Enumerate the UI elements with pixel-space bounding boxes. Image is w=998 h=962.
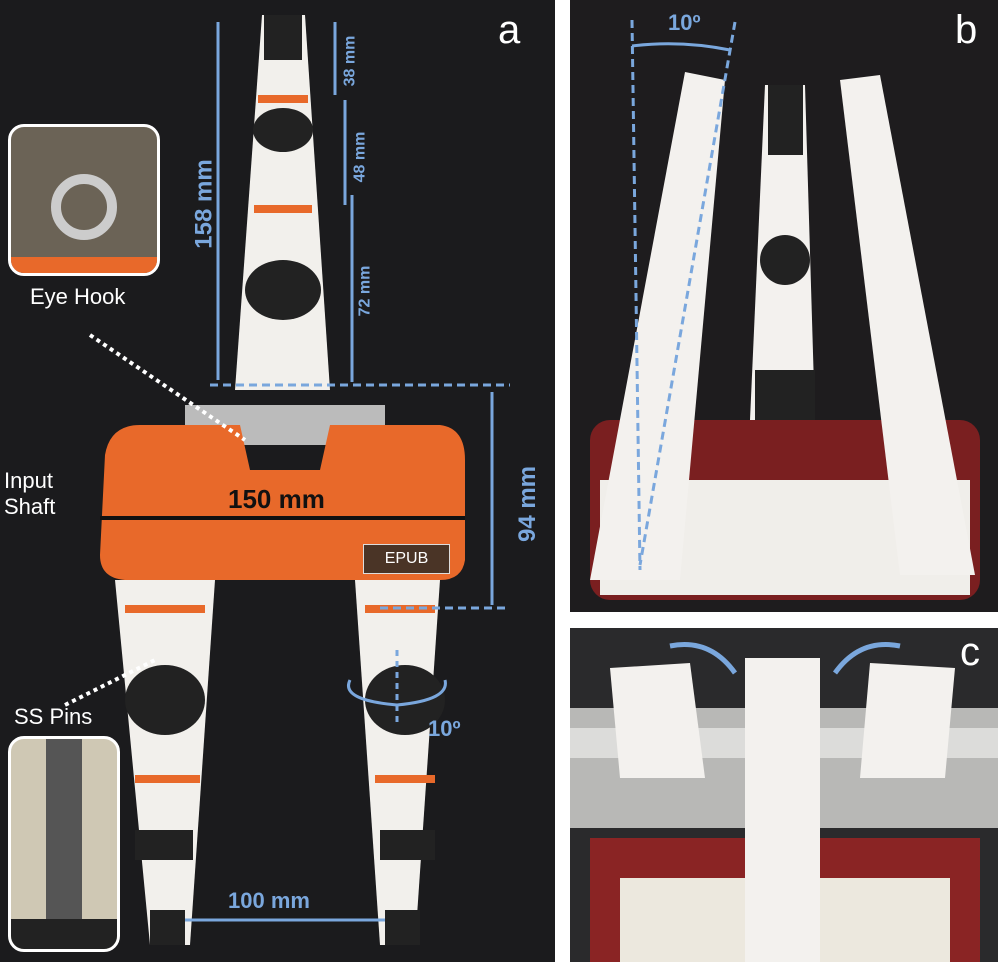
gripper-top-view	[64, 15, 510, 945]
eye-hook-inset	[8, 124, 160, 276]
dim-100: 100 mm	[228, 888, 310, 913]
ss-pins-label: SS Pins	[14, 704, 93, 729]
panel-b: 10º b	[570, 0, 998, 612]
epub-label: EPUB	[363, 544, 450, 574]
dimension-lines	[185, 22, 510, 922]
ss-pins-inset	[8, 736, 120, 952]
tilt-angle: 10º	[668, 10, 701, 35]
dim-94: 94 mm	[514, 465, 542, 543]
dim-158: 158 mm	[190, 159, 218, 249]
panel-label-c: c	[960, 630, 980, 674]
rotation-angle: 10º	[428, 716, 461, 741]
panel-a: a Eye Hook Input Shaft SS Pins EPUB 158 …	[0, 0, 555, 962]
eye-hook-label: Eye Hook	[30, 284, 126, 309]
gripper-side-view	[590, 19, 980, 600]
orange-housing	[100, 425, 465, 580]
panel-label-a: a	[498, 8, 521, 52]
panel-label-b: b	[955, 8, 978, 52]
panel-c: c	[570, 628, 998, 962]
dim-72: 72 mm	[356, 265, 374, 317]
dim-150: 150 mm	[228, 484, 325, 514]
dim-48: 48 mm	[351, 131, 369, 183]
dim-38: 38 mm	[341, 35, 359, 87]
input-shaft-label: Input Shaft	[4, 468, 56, 519]
gripper-grasp-view	[570, 642, 998, 962]
